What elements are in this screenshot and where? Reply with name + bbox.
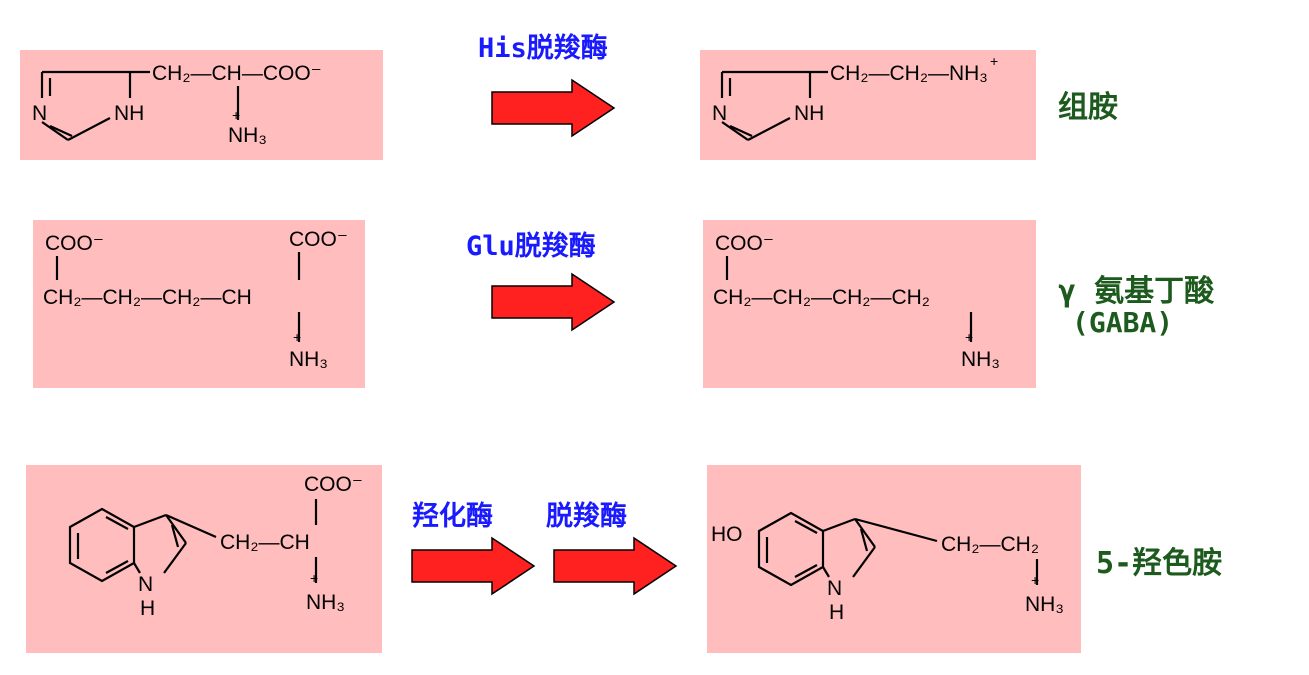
- indole-nh-label: H: [829, 601, 844, 624]
- amine-label: NH₃: [1025, 593, 1064, 616]
- amine-label: NH₃: [961, 348, 1000, 371]
- histidine-structure: N NH CH₂—CH—COO⁻ + NH₃: [32, 62, 322, 147]
- svg-text:+: +: [310, 570, 318, 586]
- amine-label: NH₃: [306, 591, 345, 614]
- svg-text:COO⁻: COO⁻: [45, 232, 104, 255]
- chain-label: CH₂—CH₂—NH₃: [830, 62, 988, 85]
- chain-label: CH₂—CH: [220, 531, 310, 554]
- reaction-arrow-icon: [491, 78, 616, 138]
- svg-text:COO⁻: COO⁻: [289, 228, 348, 251]
- product-serotonin: HO N H CH₂—CH₂ + NH₃: [707, 465, 1081, 653]
- svg-text:N: N: [138, 573, 153, 596]
- svg-text:COO⁻: COO⁻: [304, 473, 363, 496]
- product-name-gaba: γ 氨基丁酸: [1058, 274, 1215, 309]
- reaction-arrow-icon: [553, 536, 678, 596]
- ring-n-label: N: [32, 102, 47, 125]
- product-histamine: N NH CH₂—CH₂—NH₃ +: [700, 50, 1036, 160]
- enzyme-his-decarboxylase: His脱羧酶: [478, 33, 608, 64]
- histamine-structure: N NH CH₂—CH₂—NH₃ +: [712, 53, 998, 141]
- serotonin-structure: HO N H CH₂—CH₂ + NH₃: [711, 511, 1064, 624]
- svg-text:N: N: [712, 102, 727, 125]
- ho-label: HO: [711, 523, 743, 546]
- chain-label: CH₂—CH—COO⁻: [152, 62, 322, 85]
- product-name-serotonin: 5-羟色胺: [1096, 546, 1223, 581]
- substrate-histidine: N NH CH₂—CH—COO⁻ + NH₃: [20, 50, 383, 160]
- svg-text:N: N: [827, 577, 842, 600]
- ring-nh-label: NH: [114, 102, 144, 125]
- svg-text:+: +: [232, 107, 240, 123]
- amine-label: NH₃: [289, 348, 328, 371]
- enzyme-glu-decarboxylase: Glu脱羧酶: [466, 231, 596, 262]
- chain-label: CH₂—CH₂—CH₂—CH: [43, 286, 252, 309]
- glutamate-structure: COO⁻ COO⁻ CH₂—CH₂—CH₂—CH + NH₃: [43, 228, 348, 371]
- enzyme-hydroxylase: 羟化酶: [412, 501, 493, 532]
- gaba-structure: COO⁻ CH₂—CH₂—CH₂—CH₂ + NH₃: [713, 232, 1000, 371]
- svg-text:+: +: [990, 53, 998, 69]
- enzyme-decarboxylase: 脱羧酶: [546, 501, 627, 532]
- product-name-histamine: 组胺: [1058, 90, 1118, 125]
- substrate-glutamate: COO⁻ COO⁻ CH₂—CH₂—CH₂—CH + NH₃: [33, 220, 365, 388]
- substrate-tryptophan: N H COO⁻ CH₂—CH + NH₃: [26, 465, 382, 653]
- amine-label: NH₃: [228, 124, 267, 147]
- chain-label: CH₂—CH₂—CH₂—CH₂: [713, 286, 930, 309]
- svg-text:+: +: [1031, 572, 1039, 588]
- chain-label: CH₂—CH₂: [941, 533, 1039, 556]
- product-gaba: COO⁻ CH₂—CH₂—CH₂—CH₂ + NH₃: [703, 220, 1036, 388]
- product-abbr-gaba: (GABA): [1072, 306, 1174, 339]
- indole-nh-label: H: [140, 597, 155, 620]
- svg-text:+: +: [965, 329, 973, 345]
- reaction-arrow-icon: [411, 536, 536, 596]
- tryptophan-structure: N H COO⁻ CH₂—CH + NH₃: [68, 473, 363, 620]
- reaction-arrow-icon: [491, 272, 616, 332]
- svg-text:NH: NH: [794, 102, 824, 125]
- svg-text:COO⁻: COO⁻: [715, 232, 774, 255]
- svg-text:+: +: [293, 329, 301, 345]
